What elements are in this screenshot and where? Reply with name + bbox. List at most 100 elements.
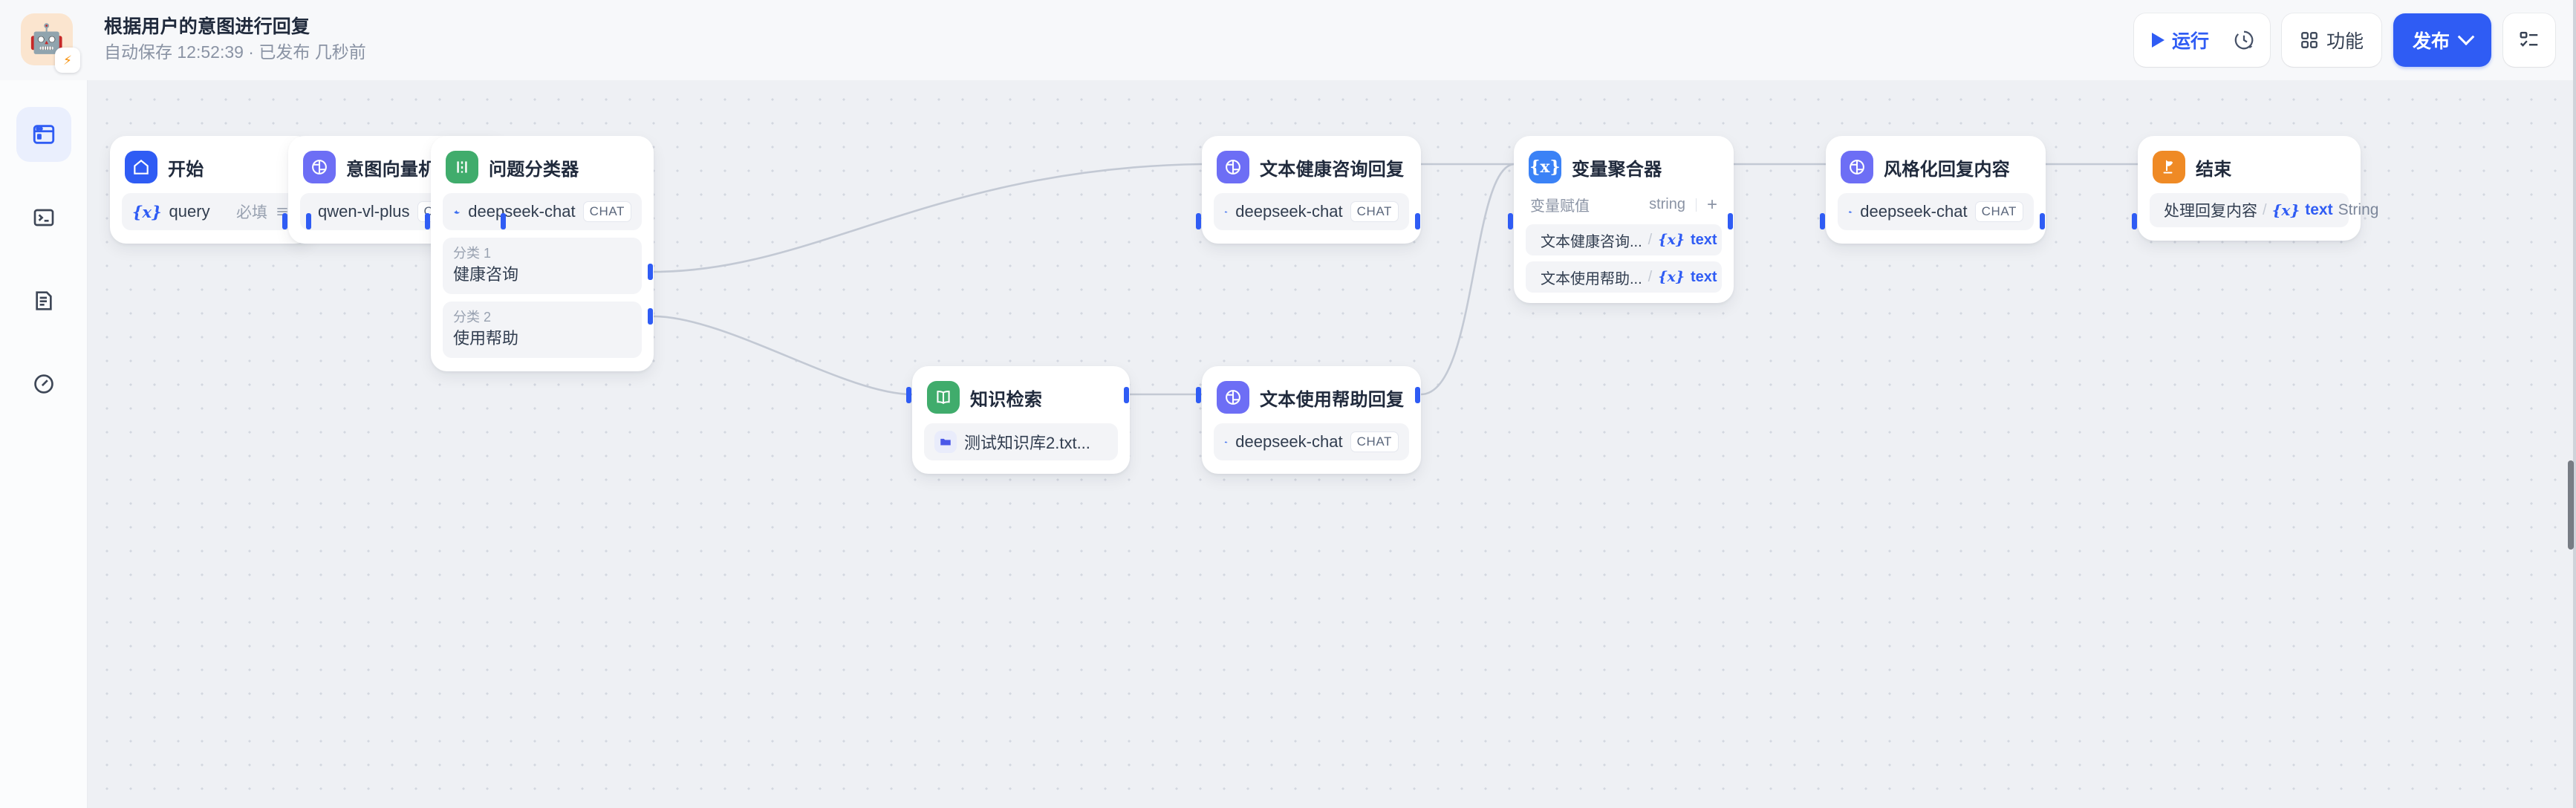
- node-help-reply[interactable]: 文本使用帮助回复 deepseek-chat CHAT: [1202, 366, 1421, 474]
- port-style-out[interactable]: [2040, 213, 2045, 229]
- start-variable-row[interactable]: {x} query 必填: [122, 193, 300, 230]
- class-value: 使用帮助: [453, 329, 519, 348]
- port-aggregator-out[interactable]: [1728, 213, 1733, 229]
- model-row[interactable]: deepseek-chat CHAT: [1214, 423, 1409, 460]
- port-classifier-out-1[interactable]: [648, 264, 653, 280]
- aggregator-assign-header: 变量赋值 string +: [1526, 183, 1722, 218]
- node-header: 意图向量机: [300, 148, 495, 183]
- gauge-icon: [34, 374, 53, 394]
- assign-label: 变量赋值: [1530, 198, 1590, 215]
- classifier-icon: [446, 151, 478, 183]
- run-button[interactable]: 运行: [2138, 18, 2222, 62]
- grid-apps-icon: [2301, 32, 2318, 48]
- run-history-button[interactable]: [2222, 18, 2266, 62]
- book-knowledge-icon: [927, 381, 960, 414]
- port-classifier-in[interactable]: [425, 213, 430, 229]
- end-output-row[interactable]: 处理回复内容 / {x} text String: [2150, 193, 2378, 227]
- node-header: 结束: [2150, 148, 2349, 183]
- model-name: qwen-vl-plus: [318, 202, 410, 221]
- aggregator-variable-row[interactable]: 文本使用帮助... / {x} text: [1526, 261, 1722, 293]
- model-name: deepseek-chat: [1235, 432, 1343, 451]
- required-label: 必填: [236, 204, 267, 221]
- model-name: deepseek-chat: [1235, 202, 1343, 221]
- variable-source: 文本健康咨询...: [1541, 233, 1642, 250]
- node-header: 文本使用帮助回复: [1214, 378, 1409, 414]
- port-health-in[interactable]: [1196, 213, 1201, 229]
- sidebar-item-workflow-editor[interactable]: [16, 107, 71, 162]
- node-title: 知识检索: [970, 389, 1043, 410]
- checklist-button[interactable]: [2508, 18, 2551, 62]
- model-type-chip: CHAT: [1350, 201, 1399, 222]
- port-help-out[interactable]: [1415, 387, 1420, 403]
- sidebar-item-monitoring[interactable]: [16, 356, 71, 411]
- port-knowledge-in[interactable]: [906, 387, 911, 403]
- output-type: String: [2338, 201, 2379, 218]
- model-row[interactable]: deepseek-chat CHAT: [1214, 193, 1409, 230]
- publish-button[interactable]: 发布: [2393, 13, 2491, 67]
- node-title: 意图向量机: [346, 159, 437, 180]
- edge-class1-to-health: [653, 163, 1203, 273]
- sidebar-item-terminal[interactable]: [16, 190, 71, 245]
- port-start-out[interactable]: [306, 213, 311, 229]
- model-type-chip: CHAT: [1974, 201, 2023, 222]
- checklist-group: [2503, 13, 2555, 67]
- class-label: 分类 1: [453, 246, 492, 261]
- port-style-in[interactable]: [1820, 213, 1825, 229]
- assign-type: string: [1649, 196, 1685, 212]
- aggregator-variable-row[interactable]: 文本健康咨询... / {x} text: [1526, 224, 1722, 255]
- llm-node-icon: [1217, 151, 1249, 183]
- sidebar-item-logs[interactable]: [16, 273, 71, 328]
- port-help-in[interactable]: [1196, 387, 1201, 403]
- left-rail: [0, 80, 88, 808]
- assign-meta: string +: [1649, 194, 1717, 215]
- features-button-label: 功能: [2326, 31, 2364, 52]
- port-health-out[interactable]: [1415, 213, 1420, 229]
- variable-x-icon: {x}: [132, 202, 162, 221]
- port-classifier-out-2[interactable]: [648, 308, 653, 325]
- app-avatar[interactable]: 🤖 ⚡: [21, 13, 80, 73]
- class-value: 健康咨询: [453, 265, 519, 284]
- output-source: 处理回复内容: [2164, 203, 2257, 220]
- terminal-icon: [33, 209, 54, 227]
- classifier-class-1[interactable]: 分类 1 健康咨询: [443, 238, 642, 294]
- plus-icon[interactable]: +: [1706, 194, 1717, 215]
- window-right-edge: [2573, 0, 2576, 808]
- port-end-in[interactable]: [2132, 213, 2137, 229]
- model-row[interactable]: deepseek-chat CHAT: [443, 193, 642, 230]
- workflow-canvas[interactable]: 开始 {x} query 必填: [88, 80, 2576, 808]
- edge-class2-to-knowledge: [653, 315, 913, 396]
- node-header: 文本健康咨询回复: [1214, 148, 1409, 183]
- node-title: 文本健康咨询回复: [1260, 159, 1405, 180]
- node-variable-aggregator[interactable]: {x} 变量聚合器 变量赋值 string + 文本健康咨询... / {x}: [1514, 136, 1734, 303]
- features-button[interactable]: 功能: [2286, 18, 2377, 62]
- port-knowledge-out[interactable]: [1124, 387, 1129, 403]
- variable-x-icon: {x}: [2271, 201, 2300, 219]
- classifier-class-2[interactable]: 分类 2 使用帮助: [443, 302, 642, 358]
- variable-x-icon: {x}: [1658, 232, 1685, 248]
- port-intent-out[interactable]: [501, 213, 506, 229]
- model-type-chip: CHAT: [582, 201, 631, 222]
- dataset-row[interactable]: 测试知识库2.txt...: [924, 423, 1118, 460]
- vertical-scrollbar[interactable]: [2568, 460, 2574, 550]
- checklist-icon: [2520, 31, 2538, 47]
- port-aggregator-in[interactable]: [1508, 213, 1513, 229]
- node-end[interactable]: 结束 处理回复内容 / {x} text String: [2138, 136, 2378, 241]
- edge-help-to-aggregator: [1420, 163, 1515, 396]
- node-style-reply[interactable]: 风格化回复内容 deepseek-chat CHAT: [1826, 136, 2046, 244]
- model-name: deepseek-chat: [468, 202, 576, 221]
- node-question-classifier[interactable]: 问题分类器 deepseek-chat CHAT 分类 1 健康咨询 分类 2 …: [431, 136, 654, 371]
- separator: /: [2263, 201, 2267, 218]
- node-title: 问题分类器: [489, 159, 579, 180]
- node-title: 结束: [2196, 159, 2232, 180]
- node-health-reply[interactable]: 文本健康咨询回复 deepseek-chat CHAT: [1202, 136, 1421, 244]
- model-name: deepseek-chat: [1860, 202, 1968, 221]
- model-row[interactable]: deepseek-chat CHAT: [1838, 193, 2034, 230]
- separator: /: [1648, 231, 1653, 248]
- divider: [1695, 198, 1697, 212]
- port-intent-in[interactable]: [282, 213, 287, 229]
- start-variable-meta: 必填: [236, 201, 290, 223]
- node-start[interactable]: 开始 {x} query 必填: [110, 136, 312, 244]
- variable-x-icon: {x}: [1529, 151, 1561, 183]
- node-knowledge-retrieval[interactable]: 知识检索 测试知识库2.txt...: [912, 366, 1130, 474]
- node-title: 文本使用帮助回复: [1260, 389, 1405, 410]
